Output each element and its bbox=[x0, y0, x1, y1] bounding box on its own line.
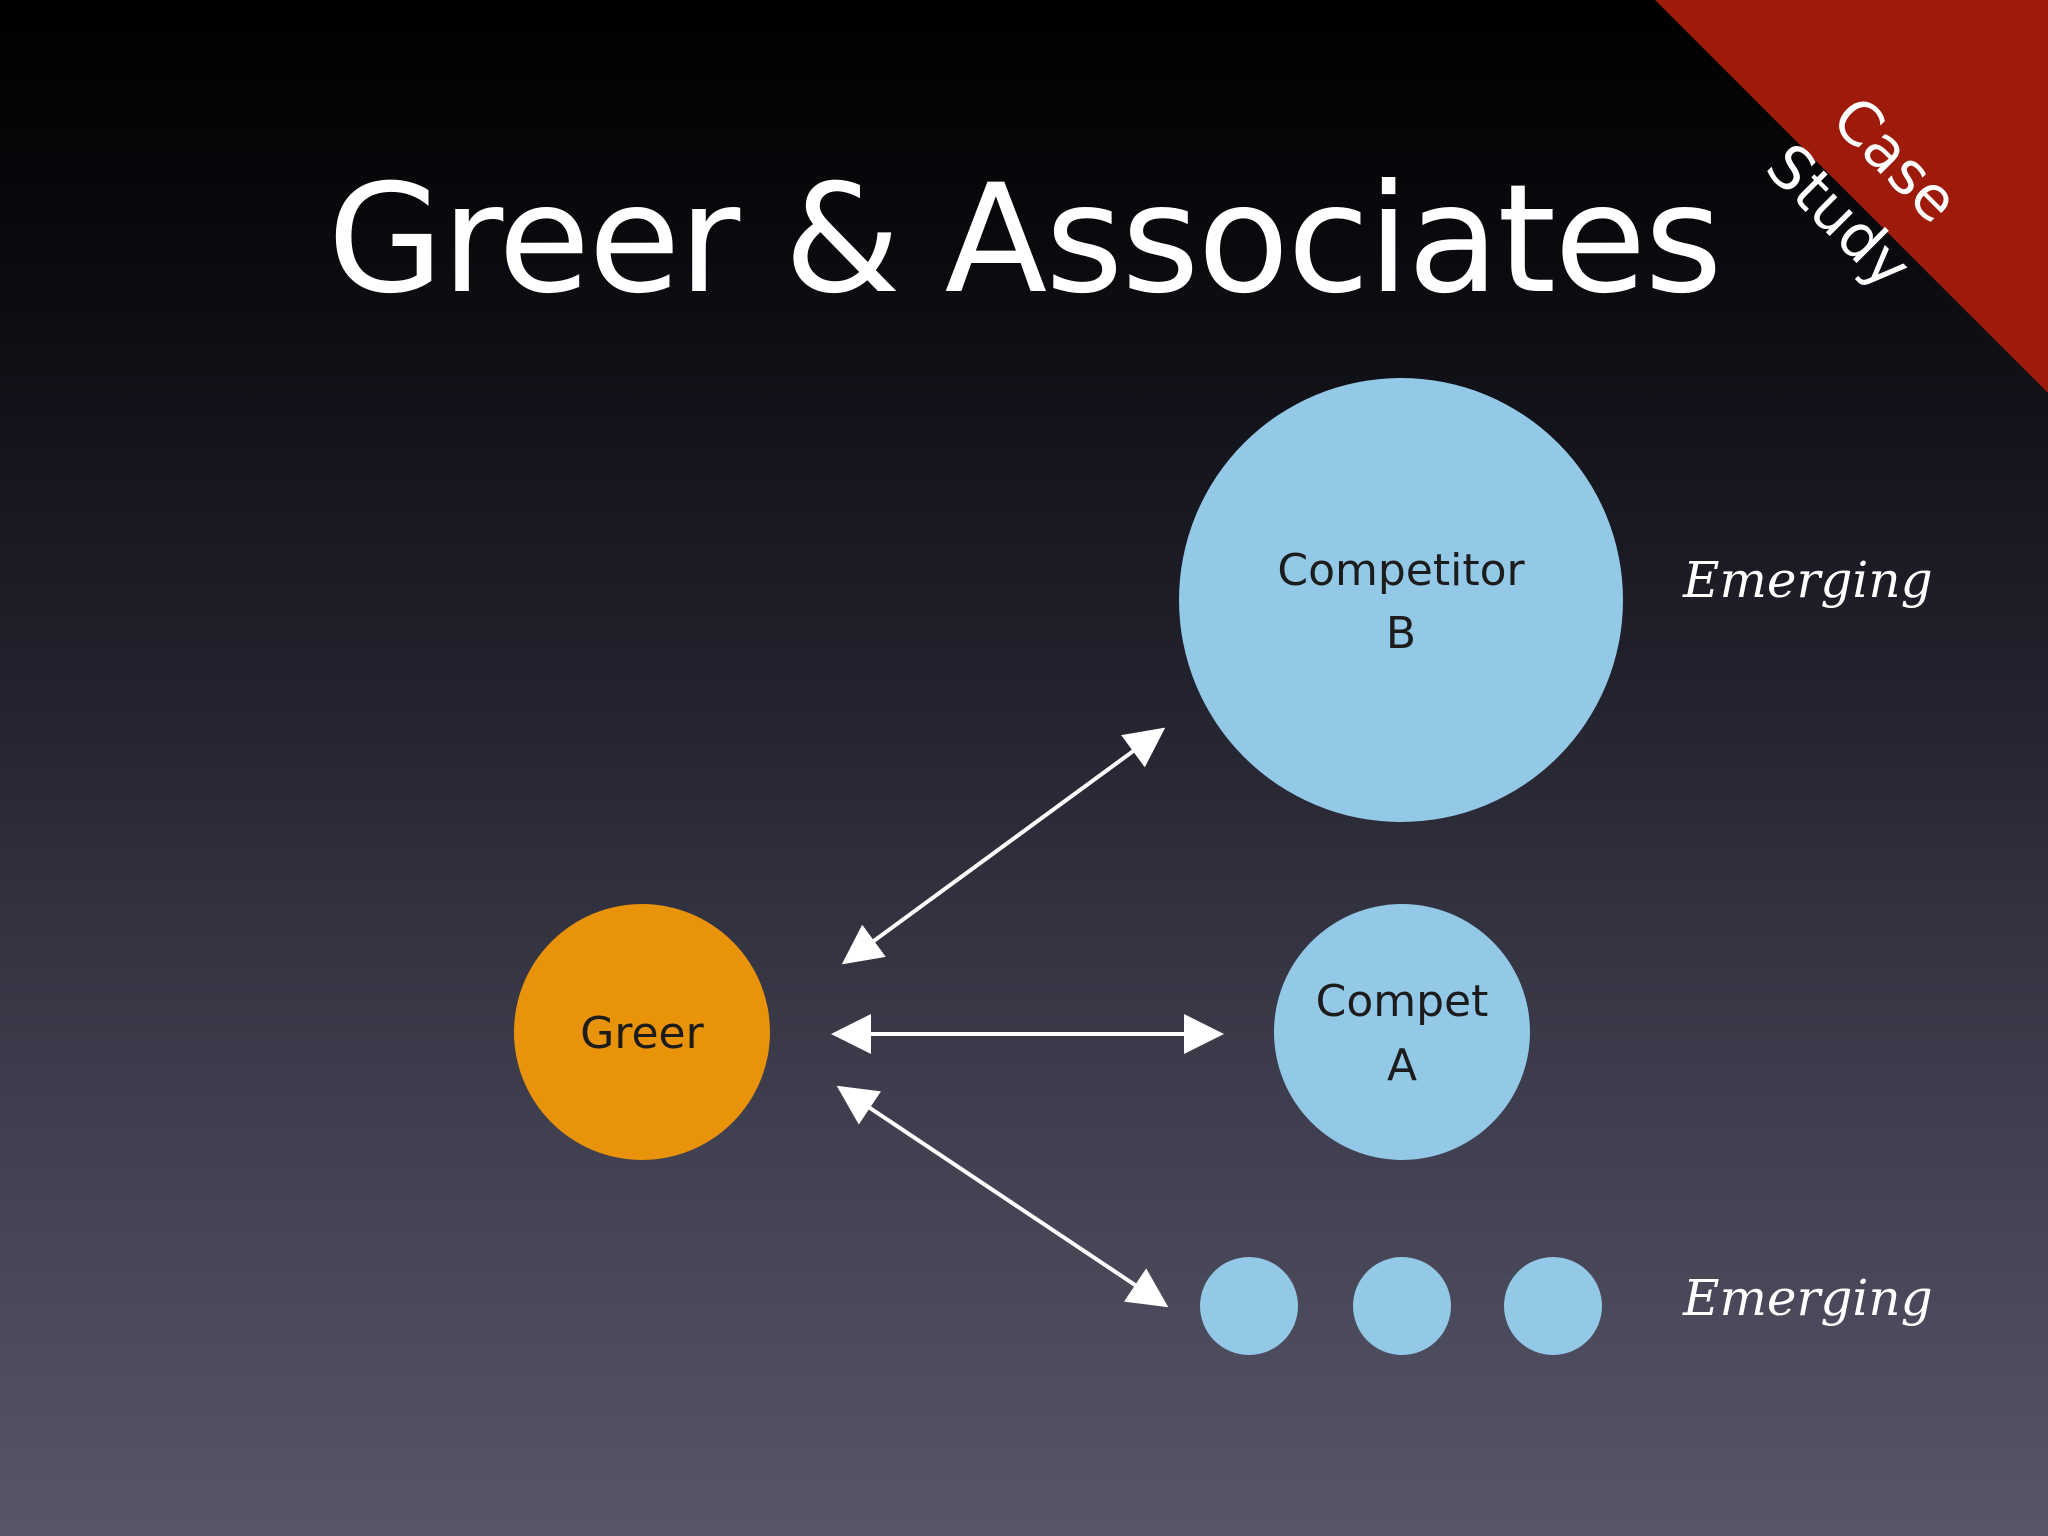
competitor-b-label-line2: B bbox=[1386, 608, 1416, 659]
emerging-node-3 bbox=[1504, 1257, 1602, 1355]
emerging-node-2 bbox=[1353, 1257, 1451, 1355]
compet-a-node bbox=[1274, 904, 1530, 1160]
arrow-greer-competitor-b bbox=[841, 727, 1166, 965]
competitor-b-label-line1: Competitor bbox=[1277, 545, 1525, 596]
competitor-b-node bbox=[1179, 378, 1623, 822]
greer-node-label: Greer bbox=[580, 1008, 704, 1059]
emerging-label-bottom: Emerging bbox=[1682, 1269, 1933, 1327]
compet-a-label-line2: A bbox=[1387, 1040, 1417, 1091]
arrow-greer-emerging bbox=[836, 1085, 1169, 1308]
emerging-label-top: Emerging bbox=[1682, 551, 1933, 609]
slide-title: Greer & Associates bbox=[327, 153, 1722, 327]
compet-a-label-line1: Compet bbox=[1316, 976, 1489, 1027]
greer-node bbox=[514, 904, 770, 1160]
emerging-node-1 bbox=[1200, 1257, 1298, 1355]
